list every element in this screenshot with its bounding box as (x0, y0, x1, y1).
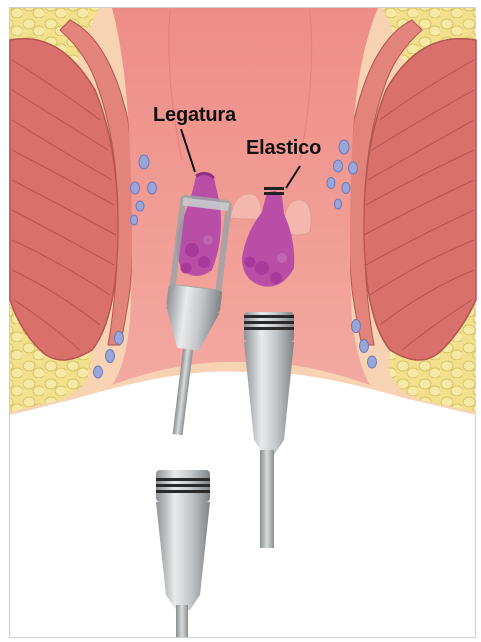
label-legatura: Legatura (153, 104, 236, 127)
label-elastico: Elastico (246, 137, 321, 160)
